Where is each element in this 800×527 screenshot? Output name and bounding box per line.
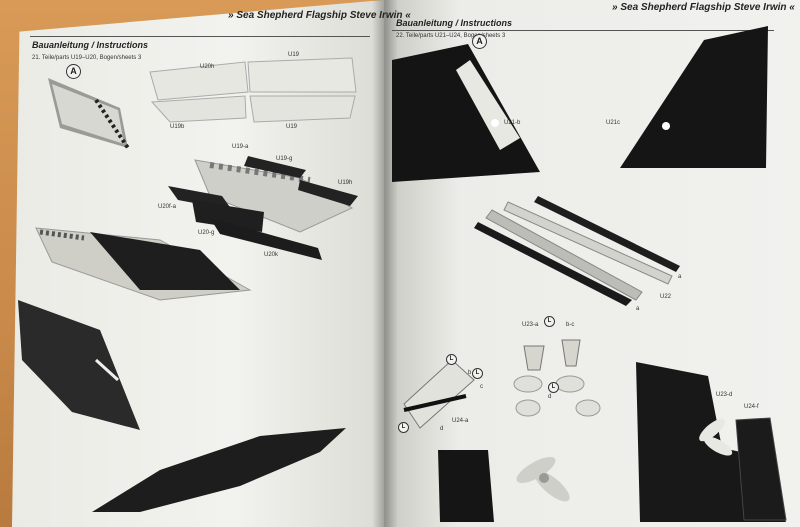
label-u19g: U19-g — [276, 156, 293, 162]
ribbed-side-assembly — [168, 156, 358, 260]
flat-hull-panels — [149, 57, 357, 123]
label-u21b: U21-b — [504, 120, 521, 126]
propeller-hubs — [523, 339, 581, 371]
stern-closeup — [636, 362, 787, 522]
callout-circle-3: L — [472, 368, 483, 379]
label-a2: a — [636, 306, 640, 312]
left-header-rule — [30, 36, 370, 37]
left-section-title: Bauanleitung / Instructions — [32, 40, 149, 50]
right-section-title: Bauanleitung / Instructions — [396, 18, 513, 28]
label-u21c: U21c — [606, 120, 621, 126]
label-u22: U22 — [660, 294, 672, 300]
bow-closeup-right — [620, 26, 768, 168]
skeg-part — [438, 450, 494, 522]
label-bc: b-c — [566, 322, 575, 328]
label-u24a: U24-a — [452, 418, 469, 424]
label-u23d: U23-d — [716, 392, 733, 398]
callout-circle-5: L — [398, 422, 409, 433]
label-a1: a — [678, 274, 682, 280]
label-u24f: U24-f — [744, 404, 759, 410]
label-u19h: U19h — [338, 180, 353, 186]
label-u20g: U20-g — [198, 230, 215, 236]
hull-bottom-piece — [92, 428, 346, 512]
label-u20k: U20k — [264, 252, 279, 258]
callout-circle-2: L — [446, 354, 457, 365]
callout-circle-4: L — [548, 382, 559, 393]
right-running-title: » Sea Shepherd Flagship Steve Irwin « — [612, 2, 795, 13]
left-step-note: 21. Teile/parts U19–U20, Bogen/sheets 3 — [32, 55, 142, 61]
callout-circle-1: L — [544, 316, 555, 327]
label-u19-bottom: U19 — [286, 124, 298, 130]
left-running-title: » Sea Shepherd Flagship Steve Irwin « — [228, 10, 411, 21]
bow-hull-piece — [18, 300, 140, 430]
rib-frame-part — [48, 78, 130, 150]
label-c1: c — [480, 384, 483, 390]
label-u19: U19 — [288, 52, 300, 58]
label-u19b: U19b — [170, 124, 185, 130]
deck-strip-parts — [474, 196, 680, 306]
right-header-rule — [392, 30, 774, 31]
label-u20f: U20f-a — [158, 204, 177, 210]
propeller-blades — [513, 375, 601, 417]
left-step-marker: A — [66, 64, 81, 79]
label-u19a: U19-a — [232, 144, 249, 150]
label-d2: d — [440, 426, 444, 432]
right-step-marker: A — [472, 34, 487, 49]
bow-closeup-left — [392, 44, 540, 182]
label-u23a: U23-a — [522, 322, 539, 328]
propeller-assembled — [516, 457, 570, 502]
right-step-note: 22. Teile/parts U21–U24, Bogen/sheets 3 — [396, 33, 506, 39]
label-b1: b — [468, 370, 472, 376]
label-d1: d — [548, 394, 552, 400]
hull-section-assembly — [35, 227, 252, 301]
rudder-part — [403, 359, 475, 429]
label-u20h: U20h — [200, 64, 215, 70]
